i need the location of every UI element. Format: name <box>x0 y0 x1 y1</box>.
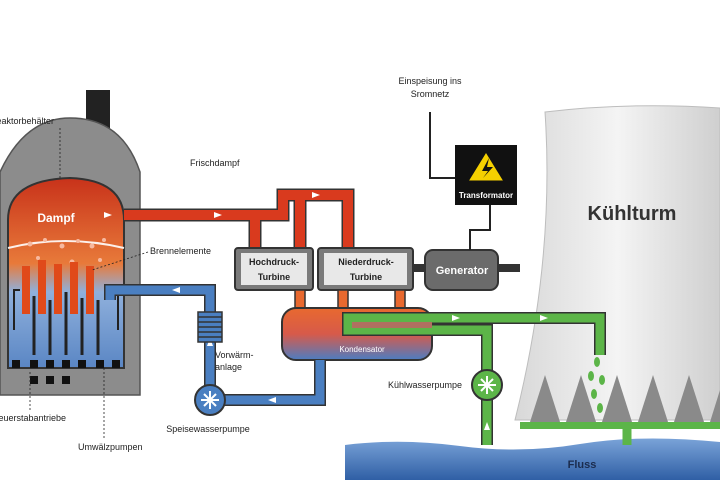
transformer-label: Transformator <box>459 191 513 200</box>
preheater-label-1: Vorwärm- <box>215 350 254 360</box>
fuel-elements <box>22 260 94 314</box>
lp-turbine: Niederdruck- Turbine <box>317 247 414 291</box>
feedwater-pump-label: Speisewasserpumpe <box>166 424 250 434</box>
circulation-pumps-label: Umwälzpumpen <box>78 442 143 452</box>
control-rod-drives-label: Steuerstabantriebe <box>0 413 66 423</box>
reactor-vessel-label: Reaktorbehälter <box>0 116 54 126</box>
power-line <box>469 205 491 250</box>
generator-label: Generator <box>436 265 489 277</box>
cooling-water-loop <box>342 312 632 445</box>
grid-line <box>429 112 455 179</box>
feed-in-label-1: Einspeisung ins <box>398 76 462 86</box>
cooling-tower: Kühlturm <box>514 105 720 429</box>
preheater: Vorwärm- anlage <box>197 311 254 372</box>
generator: Generator <box>424 249 499 291</box>
hp-turbine: Hochdruck- Turbine <box>234 247 314 291</box>
flow-arrows-cooling <box>452 315 548 430</box>
flow-arrows-feedwater <box>172 287 276 403</box>
control-rods <box>32 292 100 355</box>
fuel-elements-label: Brennelemente <box>150 246 211 256</box>
live-steam-label: Frischdampf <box>190 158 240 168</box>
river-label: Fluss <box>568 459 597 471</box>
cooling-water-pump-label: Kühlwasserpumpe <box>388 380 462 390</box>
pump-star-icon <box>478 376 496 394</box>
flow-arrows-steam <box>104 192 320 218</box>
steam-label: Dampf <box>37 211 75 225</box>
cooling-water-pump: Kühlwasserpumpe <box>388 369 503 401</box>
water-droplets <box>588 357 605 413</box>
cooling-tower-label: Kühlturm <box>588 203 677 225</box>
hp-turbine-label-1: Hochdruck- <box>249 257 299 267</box>
hp-turbine-label-2: Turbine <box>258 272 290 282</box>
feedwater-pump: Speisewasserpumpe <box>166 384 250 434</box>
live-steam-pipe <box>104 188 355 250</box>
preheater-label-2: anlage <box>215 362 242 372</box>
river: Fluss <box>345 438 720 480</box>
lp-turbine-label-2: Turbine <box>350 272 382 282</box>
turbine-shaft <box>413 264 425 272</box>
control-rod-drives <box>12 360 120 384</box>
cooling-tower-fill <box>530 375 720 422</box>
feedwater-loop <box>104 284 326 406</box>
transformer: Transformator <box>455 145 517 205</box>
generator-shaft <box>498 264 520 272</box>
pump-star-icon <box>201 391 219 409</box>
condenser-label: Kondensator <box>339 345 385 354</box>
reactor-building: Dampf <box>0 90 141 396</box>
feed-in-label-2: Sromnetz <box>411 89 450 99</box>
lp-turbine-label-1: Niederdruck- <box>338 257 394 267</box>
